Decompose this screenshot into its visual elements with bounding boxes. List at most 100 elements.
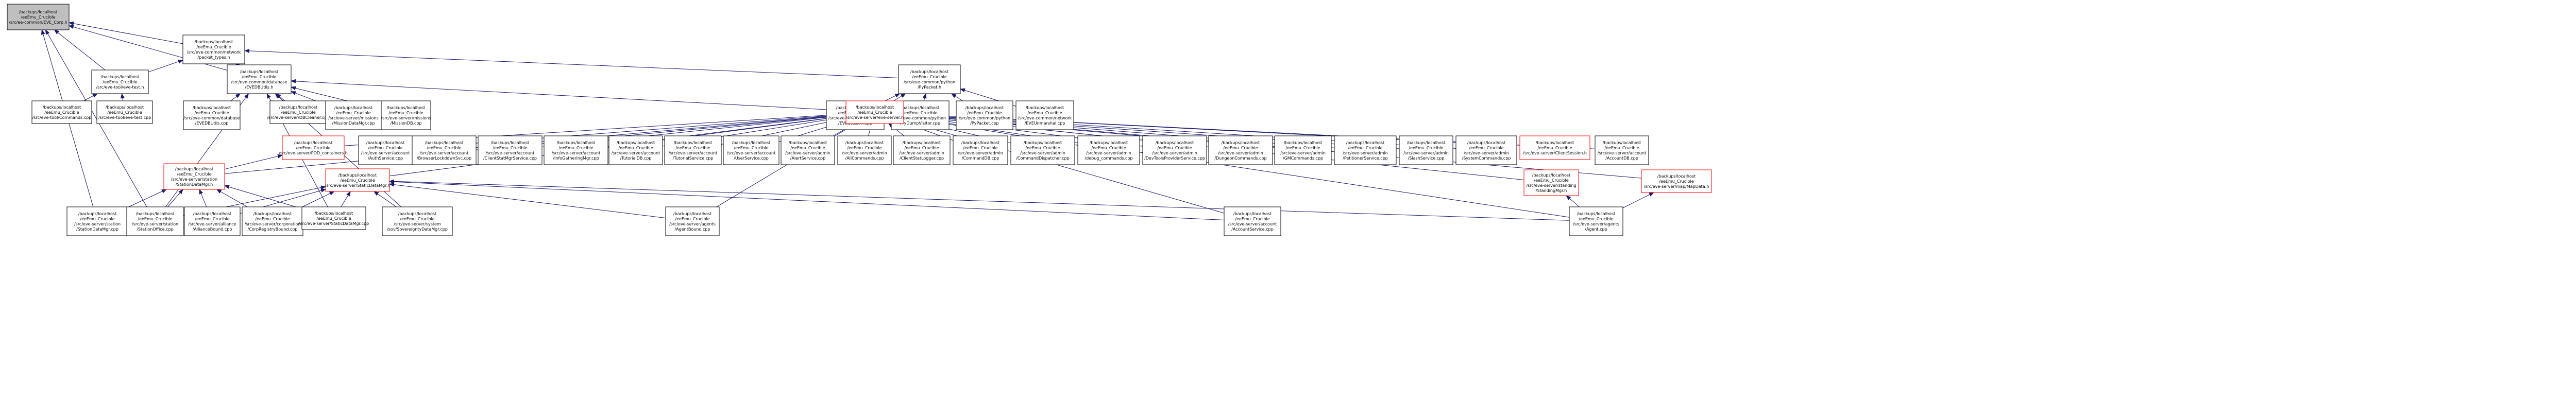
node-label-line: /eeEmu_Crucible [1409, 146, 1443, 150]
node-pypacket-cpp[interactable]: /backups/localhost/eeEmu_Crucible/src/ev… [956, 100, 1013, 130]
node-label-line: /src/eve-common/network [187, 50, 241, 55]
node-clientlogger[interactable]: /backups/localhost/eeEmu_Crucible/src/ev… [893, 135, 951, 165]
node-dungeoncommands[interactable]: /backups/localhost/eeEmu_Crucible/src/ev… [1208, 135, 1273, 165]
node-usersvc[interactable]: /backups/localhost/eeEmu_Crucible/src/ev… [723, 135, 779, 165]
edge-n_stationoffice-to-n_root [45, 29, 147, 207]
node-box [301, 206, 366, 230]
node-label-line: /src/eve-server/account [486, 151, 534, 155]
node-label-line: /eeEmu_Crucible [1579, 217, 1613, 221]
edge-n_pypacket-to-n_eveprefix [244, 48, 899, 78]
edge-n_evetest-to-n_root [54, 29, 106, 71]
node-label-line: /eeEmu_Crucible [1285, 146, 1320, 150]
node-box [126, 206, 184, 236]
node-label-line: /backups/localhost [491, 141, 529, 145]
node-browserlockdown[interactable]: /backups/localhost/eeEmu_Crucible/src/ev… [412, 135, 477, 165]
node-stationdatamgr-h[interactable]: /backups/localhost/eeEmu_Crucible/src/ev… [163, 163, 225, 190]
node-box [325, 168, 390, 192]
node-label-line: /StationDataMgr.h [176, 182, 213, 187]
node-stationoffice[interactable]: /backups/localhost/eeEmu_Crucible/src/ev… [126, 206, 184, 236]
node-tutorialsvc[interactable]: /backups/localhost/eeEmu_Crucible/src/ev… [664, 135, 722, 165]
edge-n_evedbutils_cpp-to-n_evedbutils [230, 93, 241, 101]
node-label-line: /eeEmu_Crucible [281, 110, 315, 115]
node-accountdb[interactable]: /backups/localhost/eeEmu_Crucible/src/ev… [1595, 135, 1649, 165]
node-clientsession[interactable]: /backups/localhost/eeEmu_Crucible/src/ev… [1519, 135, 1590, 160]
node-evetool-test[interactable]: /backups/localhost/eeEmu_Crucible/src/ev… [96, 100, 153, 124]
node-petitioner[interactable]: /backups/localhost/eeEmu_Crucible/src/ev… [1334, 135, 1397, 165]
node-corpregistry[interactable]: /backups/localhost/eeEmu_Crucible/src/ev… [242, 206, 303, 236]
node-label-line: /backups/localhost [1222, 141, 1260, 145]
node-evecommon-h[interactable]: /backups/localhost/eeEmu_Crucible/src/ev… [845, 100, 904, 124]
edge-n_agent_cpp-to-n_mapdata_h [1622, 192, 1654, 208]
node-stationdatamgr-cpp[interactable]: /backups/localhost/eeEmu_Crucible/src/ev… [66, 206, 128, 236]
node-infogathering[interactable]: /backups/localhost/eeEmu_Crucible/src/ev… [544, 135, 608, 165]
node-alertsvc[interactable]: /backups/localhost/eeEmu_Crucible/src/ev… [781, 135, 835, 165]
node-pypacket[interactable]: /backups/localhost/eeEmu_Crucible/src/ev… [898, 64, 961, 94]
node-label-line: /eeEmu_Crucible [847, 146, 882, 150]
node-eveunmarshal[interactable]: /backups/localhost/eeEmu_Crucible/src/ev… [1015, 100, 1074, 130]
node-box [478, 135, 543, 165]
node-missiondatamgr[interactable]: /backups/localhost/eeEmu_Crucible/src/ev… [325, 100, 382, 130]
node-systemcommands[interactable]: /backups/localhost/eeEmu_Crucible/src/ev… [1455, 135, 1517, 165]
node-label-line: /src/eve-server/missions [381, 116, 431, 120]
node-box [608, 135, 663, 165]
edge-n_dbcleaner-to-n_evedbutils [276, 93, 285, 101]
node-label-line: /src/eve-server/admin [1403, 151, 1449, 155]
node-clientstatmgr[interactable]: /backups/localhost/eeEmu_Crucible/src/ev… [478, 135, 543, 165]
node-staticdatamgr-h[interactable]: /backups/localhost/eeEmu_Crucible/src/ev… [325, 168, 391, 192]
node-slashsvc[interactable]: /backups/localhost/eeEmu_Crucible/src/ev… [1399, 135, 1453, 165]
node-accountsvc[interactable]: /backups/localhost/eeEmu_Crucible/src/ev… [1224, 206, 1281, 236]
node-label-line: /src/eve-server/eve-server.h [846, 115, 904, 120]
node-label-line: /src/eve-common/python [904, 80, 955, 84]
node-box [282, 135, 345, 160]
node-box [182, 34, 245, 64]
node-label-line: /eeEmu_Crucible [44, 110, 79, 115]
node-box [1641, 169, 1712, 193]
node-authsvc[interactable]: /backups/localhost/eeEmu_Crucible/src/ev… [358, 135, 413, 165]
node-label-line: /backups/localhost [1532, 173, 1570, 178]
node-box [1595, 135, 1649, 165]
node-label-line: /backups/localhost [193, 212, 231, 216]
node-label-line: /PyDumpVisitor.cpp [900, 121, 940, 126]
node-dbcleaner[interactable]: /backups/localhost/eeEmu_Crucible/src/ev… [267, 100, 330, 124]
node-debugcommands[interactable]: /backups/localhost/eeEmu_Crucible/src/ev… [1077, 135, 1140, 165]
node-label-line: /src/eve-server/agents [1573, 222, 1619, 226]
node-evedbutils[interactable]: /backups/localhost/eeEmu_Crucible/src/ev… [227, 64, 292, 94]
node-root[interactable]: /backups/localhost/eeEmu_Crucible/src/ee… [7, 4, 70, 30]
edge-n_accountsvc-to-n_evecommon_h [903, 119, 1225, 214]
node-box [381, 100, 431, 130]
node-allcommands[interactable]: /backups/localhost/eeEmu_Crucible/src/ev… [837, 135, 892, 165]
node-missiondb[interactable]: /backups/localhost/eeEmu_Crucible/src/ev… [381, 100, 431, 130]
node-staticdatamgr-cpp[interactable]: /backups/localhost/eeEmu_Crucible/src/ev… [299, 206, 369, 230]
node-label-line: /StationOffice.cpp [137, 227, 174, 232]
node-commanddispatcher[interactable]: /backups/localhost/eeEmu_Crucible/src/ev… [1010, 135, 1075, 165]
node-label-line: /backups/localhost [617, 141, 655, 145]
edge-n_evetool_test-to-n_evetest [120, 93, 125, 101]
node-devtoolprovider[interactable]: /backups/localhost/eeEmu_Crucible/src/ev… [1142, 135, 1207, 165]
node-commanddb[interactable]: /backups/localhost/eeEmu_Crucible/src/ev… [953, 135, 1008, 165]
node-label-line: /src/eve-server/account [420, 151, 468, 155]
node-label-line: /AccountService.cpp [1231, 227, 1274, 232]
node-label-line: /eeEmu_Crucible [1469, 146, 1503, 150]
node-agent-cpp[interactable]: /backups/localhost/eeEmu_Crucible/src/ev… [1569, 206, 1623, 236]
node-alliancebound[interactable]: /backups/localhost/eeEmu_Crucible/src/ev… [184, 206, 241, 236]
node-label-line: /src/eve-server/system [394, 222, 441, 226]
node-label-line: /eeEmu_Crucible [1157, 146, 1192, 150]
node-sovereignty[interactable]: /backups/localhost/eeEmu_Crucible/src/ev… [382, 206, 453, 236]
node-label-line: /src/eve-server/account [727, 151, 775, 155]
node-eveprefix[interactable]: /backups/localhost/eeEmu_Crucible/src/ev… [182, 34, 245, 64]
node-label-line: /backups/localhost [1024, 141, 1062, 145]
node-label-line: /eeEmu_Crucible [255, 217, 290, 221]
node-mapdata-h[interactable]: /backups/localhost/eeEmu_Crucible/src/ev… [1641, 169, 1712, 193]
node-posmgr[interactable]: /backups/localhost/eeEmu_Crucible/src/ev… [279, 135, 348, 160]
node-evedbutils-cpp[interactable]: /backups/localhost/eeEmu_Crucible/src/ev… [183, 100, 241, 130]
node-evetool-cmds[interactable]: /backups/localhost/eeEmu_Crucible/src/ev… [31, 100, 92, 124]
node-gmcommands[interactable]: /backups/localhost/eeEmu_Crucible/src/ev… [1274, 135, 1332, 165]
node-evetest[interactable]: /backups/localhost/eeEmu_Crucible/src/ev… [91, 69, 149, 94]
node-label-line: /backups/localhost [19, 10, 57, 14]
node-agentbound[interactable]: /backups/localhost/eeEmu_Crucible/src/ev… [665, 206, 720, 236]
node-box [1523, 169, 1579, 196]
node-label-line: /backups/localhost [101, 75, 139, 79]
node-label-line: /src/eve-server/account [669, 151, 717, 155]
node-standingmgr-h[interactable]: /backups/localhost/eeEmu_Crucible/src/ev… [1523, 169, 1579, 196]
node-tutorialdb[interactable]: /backups/localhost/eeEmu_Crucible/src/ev… [608, 135, 663, 165]
